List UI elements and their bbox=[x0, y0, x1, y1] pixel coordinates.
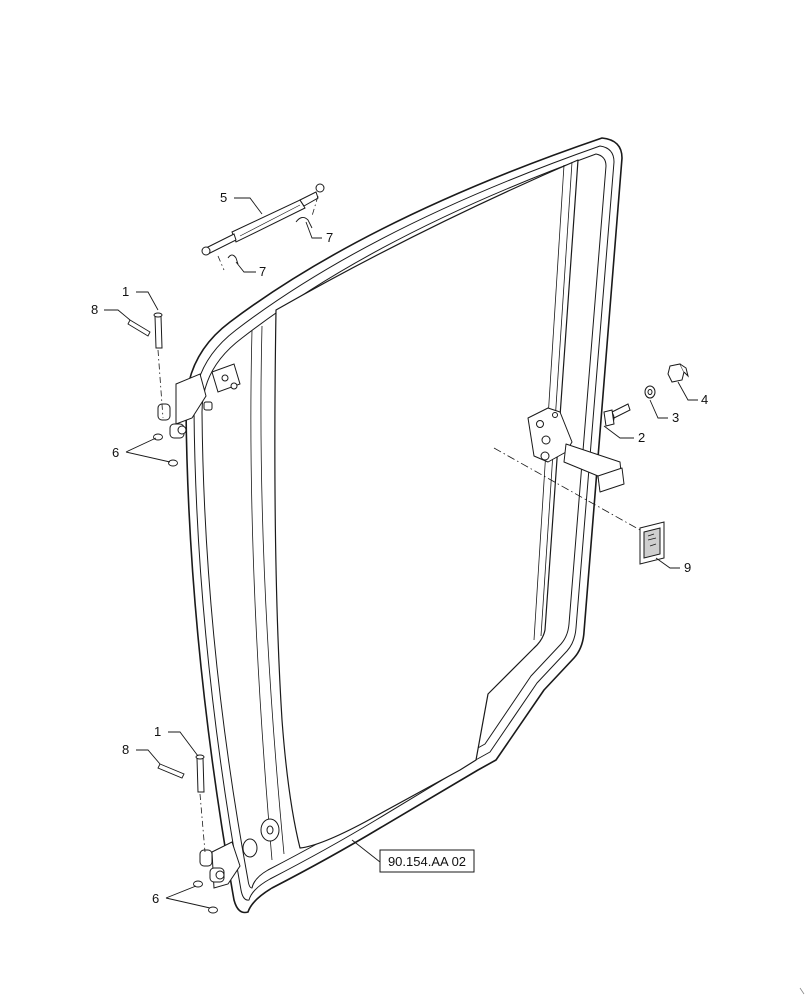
latch-centerline bbox=[493, 447, 641, 531]
leader-9 bbox=[655, 557, 680, 569]
gas-strut-highlight bbox=[239, 204, 301, 237]
lower-hinge-pin-hole bbox=[215, 870, 225, 880]
leader-6b-to-washer2 bbox=[165, 897, 211, 909]
gas-strut-eyelet-left bbox=[201, 246, 211, 256]
lower-washer bbox=[193, 880, 203, 888]
callout-8-lower: 8 bbox=[122, 742, 129, 757]
leader-7-lower bbox=[235, 261, 256, 273]
callout-6-upper: 6 bbox=[112, 445, 119, 460]
callout-labels: 1 1 2 3 4 5 6 6 7 7 8 8 9 bbox=[91, 190, 708, 906]
door-frame-gasket bbox=[193, 145, 615, 901]
lower-hinge-knuckle bbox=[199, 849, 213, 867]
decal-plate bbox=[639, 521, 665, 565]
upper-hinge-pin-hole bbox=[177, 425, 187, 435]
retaining-clip-upper bbox=[295, 217, 313, 229]
leader-6b-to-washer1 bbox=[165, 885, 197, 899]
gas-strut bbox=[201, 183, 325, 256]
leader-1-upper bbox=[136, 291, 159, 311]
upper-hinge-pin bbox=[153, 312, 163, 349]
door-frame-inner-edge bbox=[201, 153, 607, 889]
upper-hinge-knuckle bbox=[157, 403, 171, 421]
frame-left-strip bbox=[250, 329, 273, 861]
striker-nut bbox=[667, 363, 689, 383]
lower-hinge-plates bbox=[242, 818, 280, 858]
upper-hinge-bolt bbox=[221, 374, 229, 382]
leader-5 bbox=[234, 197, 263, 215]
decal-graphic bbox=[643, 527, 661, 559]
leader-ref bbox=[351, 839, 381, 863]
latch-bracket bbox=[527, 407, 625, 493]
frame-left-strip bbox=[260, 325, 285, 855]
lower-cotter-pin bbox=[157, 763, 185, 779]
door-frame bbox=[185, 137, 623, 914]
callout-9: 9 bbox=[684, 560, 691, 575]
callout-8-upper: 8 bbox=[91, 302, 98, 317]
upper-hinge bbox=[157, 363, 241, 439]
glass-reflection-line bbox=[533, 164, 565, 641]
glass-outline bbox=[274, 159, 579, 849]
gas-strut-eyelet-right bbox=[315, 183, 325, 193]
retaining-clip bbox=[227, 217, 313, 265]
callout-2: 2 bbox=[638, 430, 645, 445]
leader-7-upper bbox=[305, 221, 322, 239]
upper-hinge-axis bbox=[157, 349, 164, 419]
upper-hinge-bracket bbox=[175, 373, 207, 425]
lower-hinge-disc bbox=[242, 838, 258, 858]
leader-6a-to-washer2 bbox=[125, 451, 171, 463]
lower-washer bbox=[208, 906, 218, 914]
leader-1-lower bbox=[168, 731, 199, 757]
retaining-clip-lower bbox=[227, 254, 239, 265]
latch-bracket-bolt bbox=[540, 451, 550, 461]
strut-centerlines bbox=[217, 195, 319, 271]
latch-bracket-bolt bbox=[541, 435, 551, 445]
lower-hinge-axis bbox=[199, 793, 206, 853]
upper-cotter-pin bbox=[127, 319, 151, 337]
callout-1-upper: 1 bbox=[122, 284, 129, 299]
callout-3: 3 bbox=[672, 410, 679, 425]
callout-7-upper: 7 bbox=[326, 230, 333, 245]
leader-8-lower bbox=[136, 749, 161, 765]
callout-6-lower: 6 bbox=[152, 891, 159, 906]
upper-washer bbox=[153, 433, 163, 441]
callout-7-lower: 7 bbox=[259, 264, 266, 279]
callout-1-lower: 1 bbox=[154, 724, 161, 739]
glass-panel bbox=[250, 159, 579, 861]
lower-hinge-disc-inner bbox=[266, 825, 274, 835]
upper-hinge-bolt bbox=[230, 382, 238, 390]
reference-box[interactable]: 90.154.AA 02 bbox=[379, 849, 475, 873]
upper-washer bbox=[168, 459, 178, 467]
callout-leaders bbox=[104, 197, 698, 909]
upper-hinge-screw bbox=[203, 401, 213, 411]
leader-3 bbox=[649, 399, 668, 419]
leader-6a-to-washer1 bbox=[125, 437, 157, 453]
corner-mark bbox=[799, 987, 805, 995]
glass-reflection-line bbox=[540, 161, 573, 637]
lower-hinge-pin bbox=[195, 754, 205, 793]
latch-bracket-hole bbox=[536, 420, 544, 428]
gas-strut-end bbox=[299, 191, 319, 207]
lower-washers bbox=[193, 880, 218, 914]
door-frame-outer-edge bbox=[185, 137, 623, 914]
reference-box-frame bbox=[379, 849, 475, 873]
leader-2 bbox=[603, 425, 634, 439]
latch-bracket-hole bbox=[552, 412, 558, 418]
latch-bracket-tab bbox=[597, 467, 625, 493]
striker-washer bbox=[644, 385, 656, 399]
callout-5: 5 bbox=[220, 190, 227, 205]
leader-8-upper bbox=[104, 309, 131, 321]
reference-box-label: 90.154.AA 02 bbox=[388, 854, 466, 869]
lower-hinge bbox=[199, 841, 241, 889]
callout-4: 4 bbox=[701, 392, 708, 407]
striker-bolt bbox=[603, 403, 631, 427]
decal-symbol bbox=[647, 533, 657, 547]
leader-4 bbox=[677, 381, 698, 401]
